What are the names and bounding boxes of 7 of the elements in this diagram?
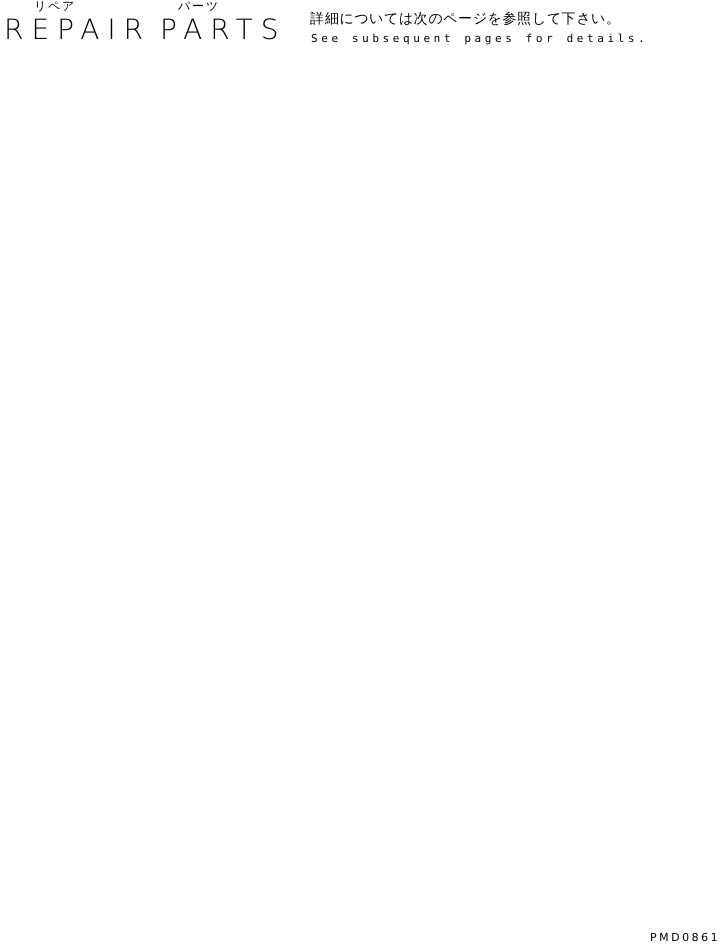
heading-text: REPAIR [4,16,152,44]
ruby-text: リペア [34,0,76,12]
note-text: See subsequent pages for details. [311,33,648,44]
heading-text: PARTS [160,16,287,44]
note-text: 詳細については次のページを参照して下さい。 [310,12,621,26]
drawing-number: PMD0861 [650,932,720,943]
ruby-text: パーツ [178,0,220,12]
